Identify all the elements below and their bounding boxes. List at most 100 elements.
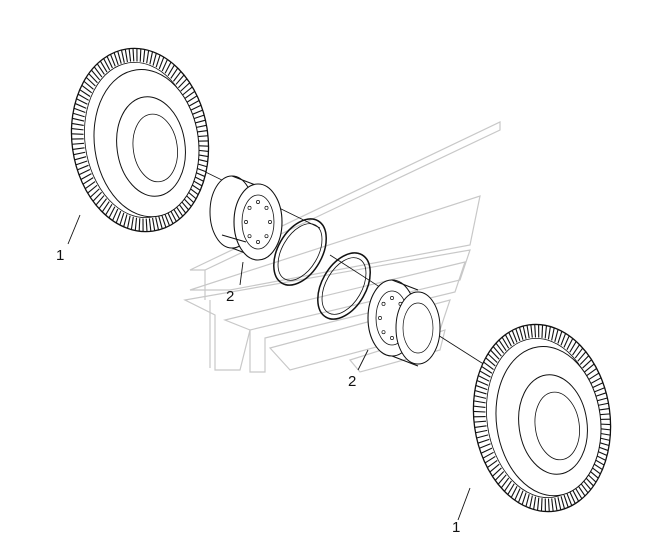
tread-tooth bbox=[167, 211, 174, 224]
tread-tooth bbox=[483, 361, 494, 370]
tread-tooth bbox=[473, 400, 486, 404]
tread-tooth bbox=[105, 203, 113, 216]
tread-tooth bbox=[71, 133, 84, 135]
tread-tooth bbox=[167, 64, 175, 77]
tread-tooth bbox=[500, 477, 510, 489]
tread-tooth bbox=[569, 341, 577, 353]
bolt-hole bbox=[247, 234, 252, 239]
tread-tooth bbox=[490, 349, 500, 360]
tread-tooth bbox=[586, 367, 597, 377]
tread-tooth bbox=[124, 49, 128, 63]
tread-tooth bbox=[591, 382, 604, 389]
tread-tooth bbox=[511, 330, 518, 343]
tread-tooth bbox=[495, 342, 505, 354]
tread-tooth bbox=[146, 50, 150, 64]
tire-upper bbox=[70, 47, 210, 233]
tread-tooth bbox=[139, 48, 142, 62]
tread-tooth bbox=[89, 188, 100, 198]
tread-tooth bbox=[80, 173, 92, 181]
tire-lower-bead-inner bbox=[534, 391, 580, 461]
tread-tooth bbox=[74, 156, 87, 161]
tread-tooth bbox=[554, 329, 559, 342]
tread-tooth bbox=[88, 73, 98, 84]
callout-rim-lower: 2 bbox=[348, 373, 356, 390]
tread-tooth bbox=[81, 84, 93, 94]
tread-tooth bbox=[476, 379, 489, 386]
bolt-hole bbox=[381, 301, 386, 306]
tread-tooth bbox=[158, 216, 163, 229]
tread-tooth bbox=[521, 492, 527, 505]
tread-tooth bbox=[473, 420, 487, 423]
tread-tooth bbox=[572, 489, 580, 502]
tread-tooth bbox=[577, 351, 587, 362]
tread-tooth bbox=[541, 324, 544, 338]
tread-tooth bbox=[182, 86, 193, 96]
tread-tooth bbox=[475, 429, 488, 434]
tread-tooth bbox=[534, 324, 537, 338]
tread-tooth bbox=[579, 355, 590, 365]
tire-lower bbox=[472, 323, 612, 513]
leader-lines bbox=[67, 214, 471, 521]
tread-tooth bbox=[508, 332, 515, 345]
tread-tooth bbox=[115, 210, 122, 224]
tread-tooth bbox=[79, 89, 91, 97]
callout-rim-upper: 2 bbox=[226, 288, 234, 305]
tread-tooth bbox=[76, 98, 88, 105]
tread-tooth bbox=[72, 112, 85, 118]
tire-upper-bead-inner bbox=[132, 113, 178, 183]
bolt-hole bbox=[264, 205, 269, 210]
tread-tooth bbox=[164, 61, 172, 74]
tread-tooth bbox=[73, 151, 86, 156]
tread-tooth bbox=[103, 58, 111, 71]
tread-tooth bbox=[72, 117, 85, 122]
tread-tooth bbox=[155, 54, 161, 68]
tread-tooth bbox=[155, 217, 160, 231]
tread-tooth bbox=[158, 56, 165, 70]
bolt-hole bbox=[256, 240, 260, 244]
tread-tooth bbox=[563, 335, 570, 348]
tread-tooth bbox=[120, 49, 125, 63]
tread-tooth bbox=[106, 56, 113, 69]
tread-tooth bbox=[71, 138, 84, 140]
tread-tooth bbox=[71, 128, 84, 131]
bolt-hole bbox=[264, 234, 269, 239]
tread-tooth bbox=[533, 496, 537, 510]
bolt-hole bbox=[390, 336, 394, 340]
tread-tooth bbox=[557, 497, 562, 511]
rim-lower bbox=[367, 279, 441, 367]
tire-upper-bead bbox=[116, 96, 186, 197]
tread-tooth bbox=[189, 104, 202, 111]
tread-tooth bbox=[119, 212, 125, 226]
tread-tooth bbox=[109, 54, 116, 67]
tread-tooth bbox=[84, 181, 96, 190]
tread-tooth bbox=[192, 114, 205, 120]
tread-tooth bbox=[142, 218, 144, 232]
tread-tooth bbox=[494, 471, 505, 481]
tread-tooth bbox=[123, 214, 128, 227]
tread-tooth bbox=[582, 359, 592, 369]
tread-tooth bbox=[526, 325, 530, 339]
tread-tooth bbox=[148, 218, 152, 232]
tread-tooth bbox=[540, 498, 543, 512]
lock-ring-upper bbox=[273, 218, 327, 286]
tread-tooth bbox=[551, 327, 555, 341]
bolt-hole bbox=[256, 200, 260, 204]
bolt-hole bbox=[378, 316, 382, 320]
tread-tooth bbox=[180, 82, 191, 92]
tread-tooth bbox=[85, 76, 96, 87]
tread-tooth bbox=[75, 160, 88, 166]
tread-tooth bbox=[161, 59, 168, 72]
tread-tooth bbox=[152, 217, 156, 231]
tread-tooth bbox=[473, 410, 486, 413]
tread-tooth bbox=[149, 51, 154, 65]
tread-tooth bbox=[82, 177, 94, 185]
tread-tooth bbox=[142, 49, 146, 63]
tread-tooth bbox=[479, 370, 491, 378]
tread-tooth bbox=[514, 488, 521, 501]
tread-tooth bbox=[477, 438, 490, 444]
tread-tooth bbox=[71, 122, 84, 126]
tread-tooth bbox=[175, 74, 185, 85]
tread-tooth bbox=[492, 467, 502, 477]
tread-tooth bbox=[497, 474, 507, 485]
tread-tooth bbox=[487, 353, 498, 363]
